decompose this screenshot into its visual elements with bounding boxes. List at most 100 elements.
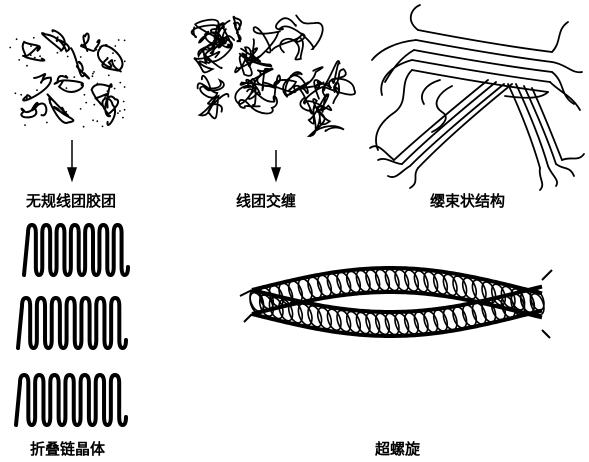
solvent-dot (92, 75, 94, 77)
bundle-chain (416, 40, 552, 62)
helix-coil-loop (421, 309, 440, 334)
arrow-entangle (272, 150, 280, 180)
fringe-chain (548, 166, 557, 186)
fringe-chain (410, 168, 418, 188)
helix-coil-loop (305, 275, 324, 300)
entangled-chain (332, 69, 346, 103)
label-entangled-coils: 线团交缠 (236, 192, 296, 210)
solvent-dot (73, 76, 75, 78)
helix-coil-loop (344, 270, 363, 295)
fringe-chain (376, 70, 412, 150)
helix-coil-loop (363, 268, 382, 293)
fringe-chain (378, 159, 402, 164)
coil-chain (98, 46, 123, 72)
helix-coil-loop (315, 273, 334, 298)
solvent-dot (9, 47, 11, 49)
solvent-dot (112, 52, 114, 54)
fringe-chain (552, 22, 568, 52)
coil-chain (55, 76, 83, 92)
folded-chain-crystal-illustration (16, 225, 128, 425)
helix-tail (542, 330, 550, 338)
solvent-dot (96, 120, 98, 122)
helix-coil-loop (373, 312, 392, 337)
folded-chain-row (16, 375, 126, 425)
helix-coil-loop (363, 311, 382, 336)
coil-chain (48, 94, 74, 123)
solvent-dot (107, 57, 109, 59)
fringe-chain (540, 168, 543, 190)
solvent-dot (50, 99, 52, 101)
helix-coil-loop (383, 268, 402, 293)
fringe-chain (411, 5, 420, 30)
fringe-chain (385, 50, 414, 82)
solvent-dot (80, 108, 82, 110)
solvent-dot (81, 44, 83, 46)
solvent-dot (49, 102, 51, 104)
solvent-dot (30, 45, 32, 47)
solvent-dot (84, 94, 86, 96)
solvent-dot (122, 117, 124, 119)
solvent-dot (34, 57, 36, 59)
solvent-dot (107, 90, 109, 92)
solvent-dot (33, 37, 35, 39)
solvent-dot (20, 94, 22, 96)
solvent-dot (65, 111, 67, 113)
folded-chain-row (18, 298, 126, 348)
solvent-dot (57, 36, 59, 38)
solvent-dot (16, 38, 18, 40)
helix-tail (542, 270, 552, 280)
label-fringed-bundle: 缨束状结构 (429, 192, 505, 210)
solvent-dot (124, 40, 126, 42)
solvent-dot (93, 71, 95, 73)
helix-coil-loop (412, 310, 431, 335)
solvent-dot (123, 101, 125, 103)
helix-coil-loop (325, 272, 344, 297)
solvent-dot (36, 89, 38, 91)
solvent-dot (24, 124, 26, 126)
entangled-chain (233, 17, 241, 42)
superhelix-illustration (240, 268, 552, 338)
fringe-chain (552, 62, 582, 72)
solvent-dot (106, 44, 108, 46)
helix-coil-loop (334, 271, 353, 296)
solvent-dot (119, 110, 121, 112)
solvent-dot (92, 119, 94, 121)
helix-coil-loop (402, 311, 421, 336)
solvent-dot (26, 65, 28, 67)
solvent-dot (83, 126, 85, 128)
coil-chain (71, 48, 89, 78)
solvent-dot (117, 112, 119, 114)
fringe-chain (388, 166, 410, 177)
helix-coil-loop (441, 307, 460, 332)
coil-chain (21, 103, 46, 117)
solvent-dot (114, 88, 116, 90)
bundle-chain (402, 82, 496, 164)
coil-chain (102, 96, 118, 124)
solvent-dot (92, 73, 94, 75)
solvent-dot (85, 102, 87, 104)
solvent-dot (114, 45, 116, 47)
solvent-dot (93, 104, 95, 106)
helix-coil-loop (392, 268, 411, 293)
solvent-dot (124, 86, 126, 88)
label-superhelix: 超螺旋 (374, 440, 421, 458)
solvent-dot (118, 39, 120, 41)
solvent-dot (66, 87, 68, 89)
solvent-dot (57, 52, 59, 54)
helix-coil-loop (431, 308, 450, 333)
fringe-chain (370, 146, 394, 160)
solvent-dot (15, 92, 17, 94)
solvent-dot (67, 56, 69, 58)
solvent-dot (124, 109, 126, 111)
solvent-dot (96, 49, 98, 51)
bundle-chain (418, 30, 552, 52)
solvent-dot (104, 97, 106, 99)
helix-coil-loop (460, 303, 479, 328)
bundle-chain (532, 88, 562, 160)
bundle-chain (394, 80, 488, 160)
helix-coil-loop (373, 268, 392, 293)
helix-coil-loop (383, 312, 402, 337)
folded-chain-row (24, 225, 128, 275)
solvent-dot (46, 122, 48, 124)
